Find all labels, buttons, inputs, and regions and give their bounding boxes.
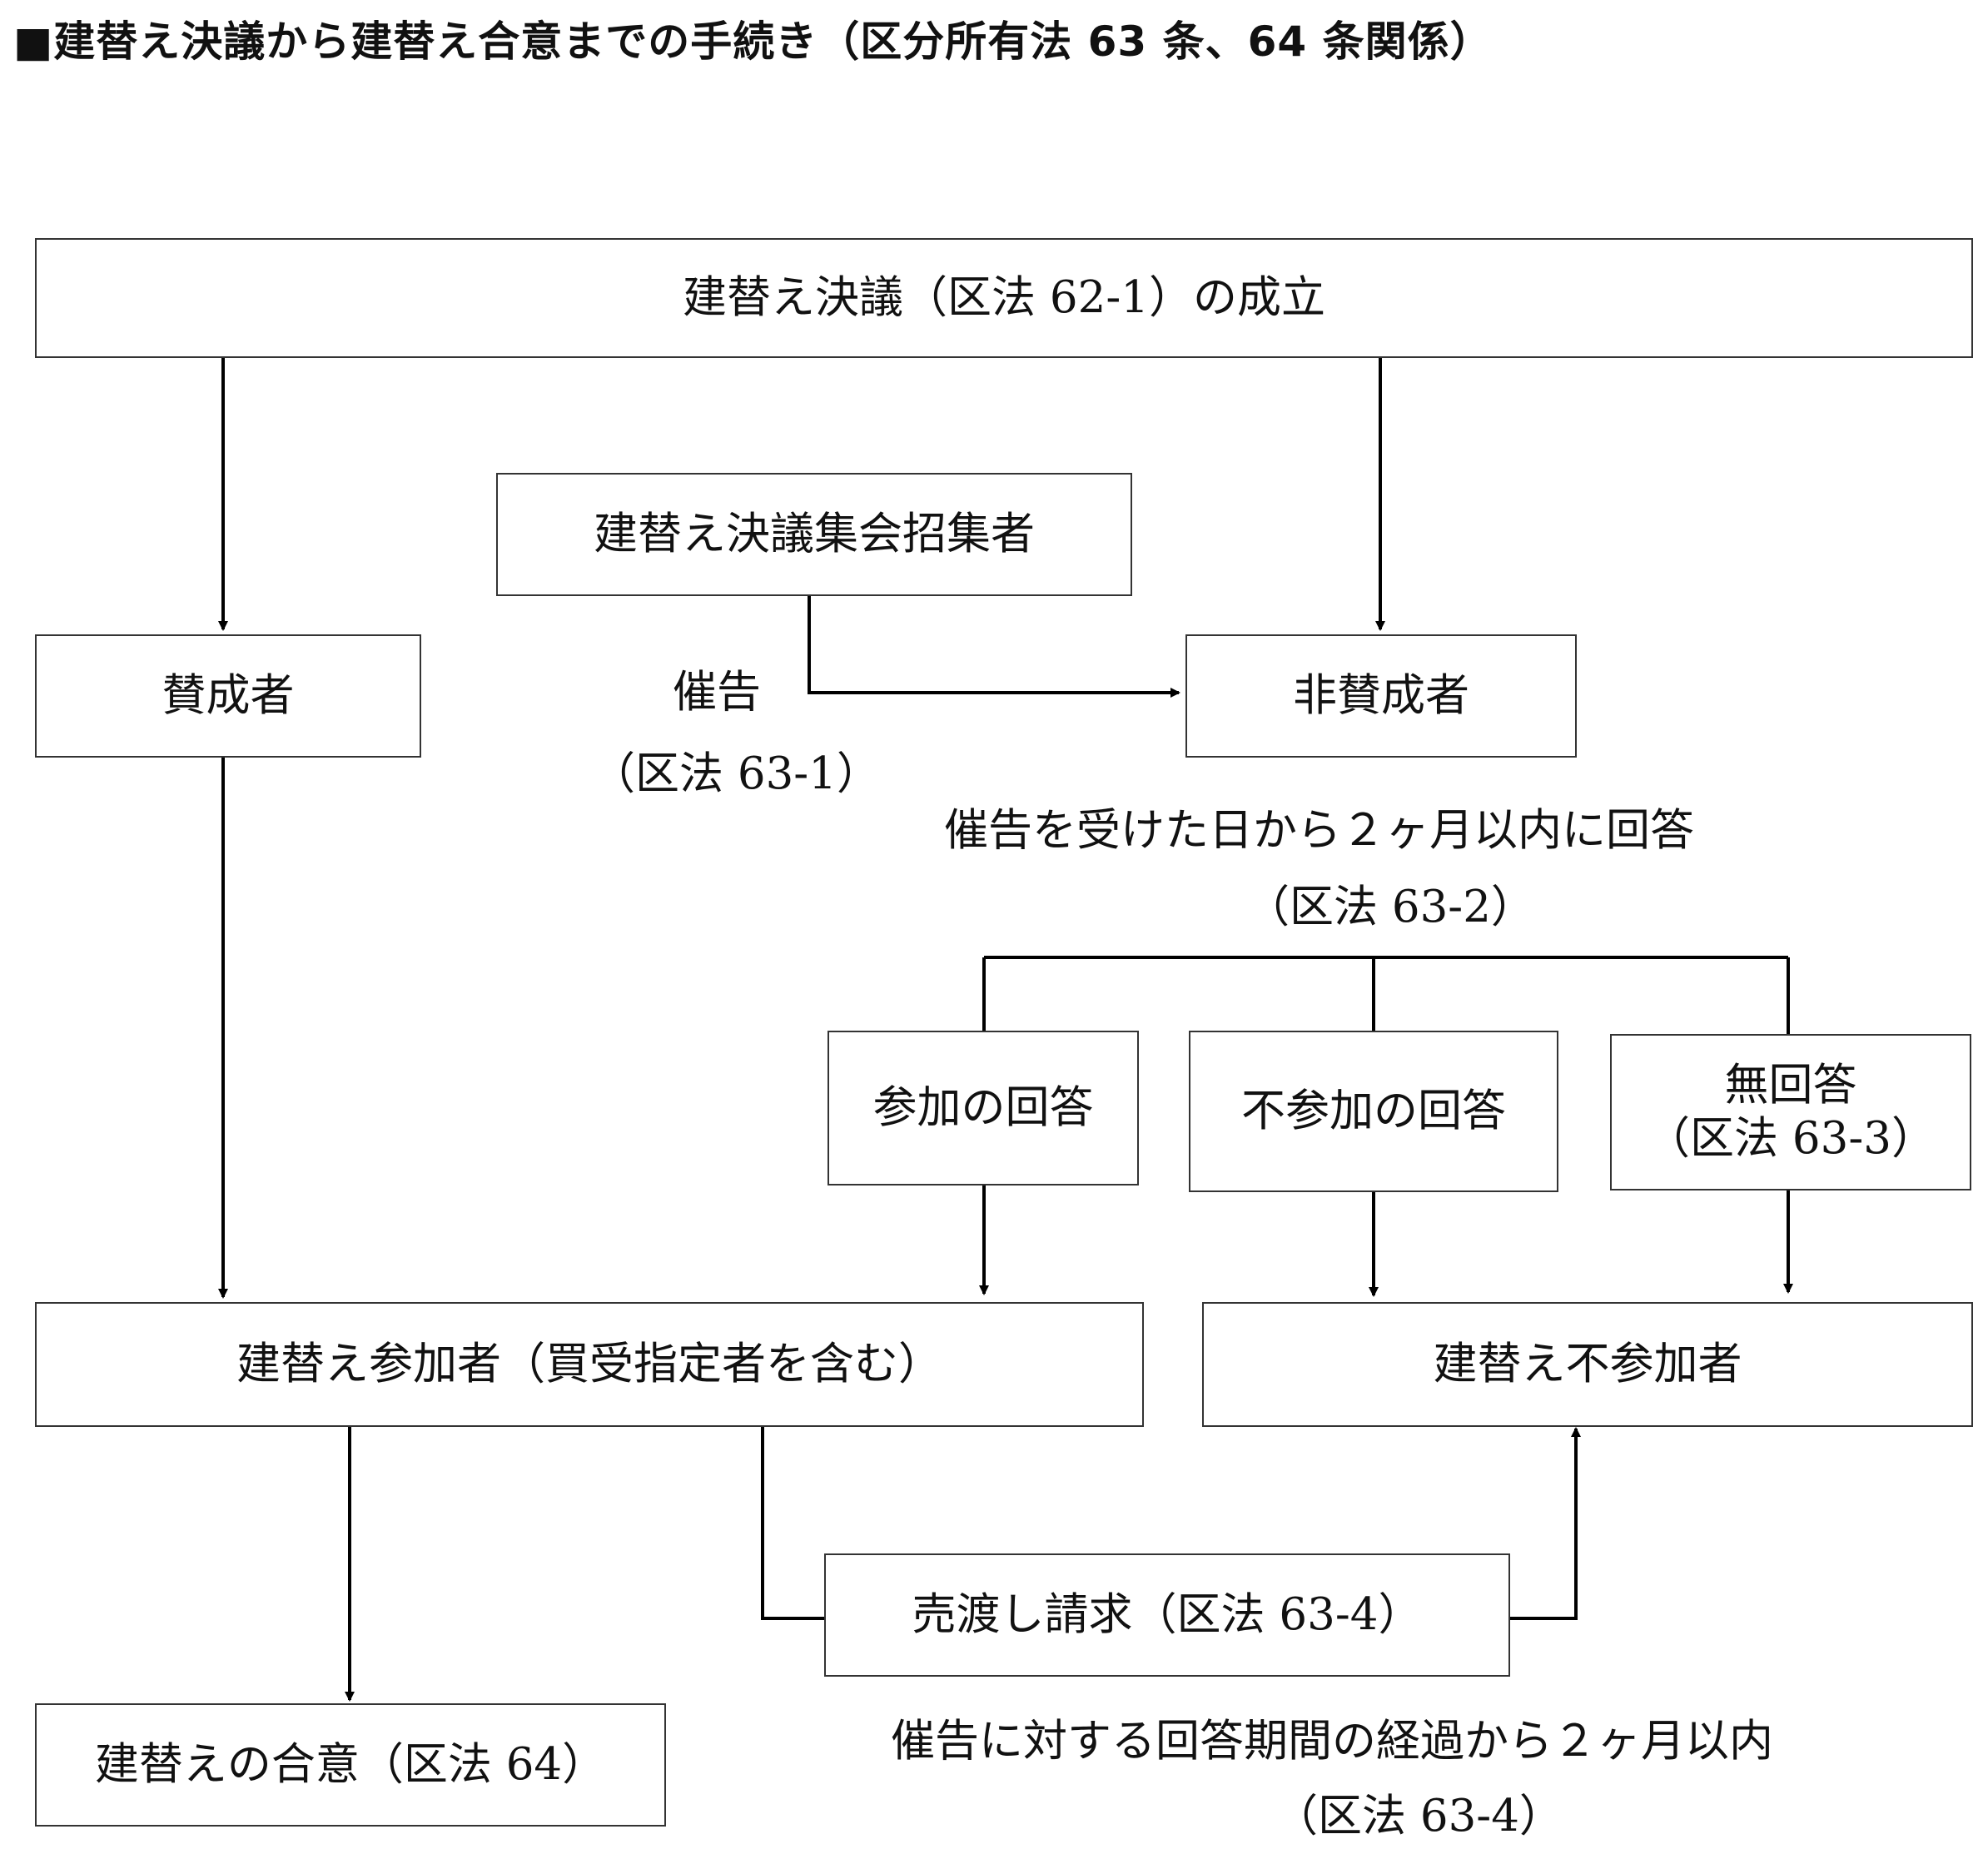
sale-demand-label: 売渡し請求（区法 63-4） [912,1589,1423,1641]
sale-period-label: 催告に対する回答期間の経過から２ヶ月以内 [891,1716,1773,1767]
resolution-box: 建替え決議（区法 62-1）の成立 [35,238,1973,358]
participants-label: 建替え参加者（買受指定者を含む） [236,1339,942,1390]
non-supporters-label: 非賛成者 [1293,670,1469,722]
connector-participants-to-sale [761,1427,824,1620]
answer-join-label: 参加の回答 [872,1082,1094,1134]
convener-box: 建替え決議集会招集者 [496,473,1132,596]
non-participants-label: 建替え不参加者 [1433,1339,1742,1390]
agreement-box: 建替えの合意（区法 64） [35,1703,666,1827]
answer-not-join-label: 不参加の回答 [1241,1086,1506,1137]
supporters-label: 賛成者 [162,670,295,722]
agreement-label: 建替えの合意（区法 64） [94,1739,607,1791]
sale-demand-box: 売渡し請求（区法 63-4） [824,1553,1510,1677]
no-answer-ref-label: （区法 63-3） [1646,1113,1936,1164]
convener-label: 建替え決議集会招集者 [594,509,1035,560]
resolution-label: 建替え決議（区法 62-1）の成立 [683,272,1325,324]
arrow-notice-to-non-supporters [808,596,1180,698]
no-answer-box: 無回答 （区法 63-3） [1610,1034,1971,1190]
page-title: ■建替え決議から建替え合意までの手続き（区分所有法 63 条、64 条関係） [13,17,1493,66]
sale-period-ref-label: （区法 63-4） [1274,1791,1563,1842]
answer-not-join-box: 不参加の回答 [1189,1031,1558,1192]
supporters-box: 賛成者 [35,634,421,758]
arrow-sale-to-non-participants [1510,1427,1581,1620]
non-participants-box: 建替え不参加者 [1202,1302,1973,1427]
answer-period-ref-label: （区法 63-2） [1245,882,1535,932]
non-supporters-box: 非賛成者 [1185,634,1577,758]
answer-period-label: 催告を受けた日から２ヶ月以内に回答 [944,805,1694,856]
participants-box: 建替え参加者（買受指定者を含む） [35,1302,1144,1427]
notice-label: 催告 [673,667,761,718]
notice-ref-label: （区法 63-1） [591,748,881,799]
answer-join-box: 参加の回答 [828,1031,1139,1185]
no-answer-label: 無回答 [1724,1060,1857,1111]
